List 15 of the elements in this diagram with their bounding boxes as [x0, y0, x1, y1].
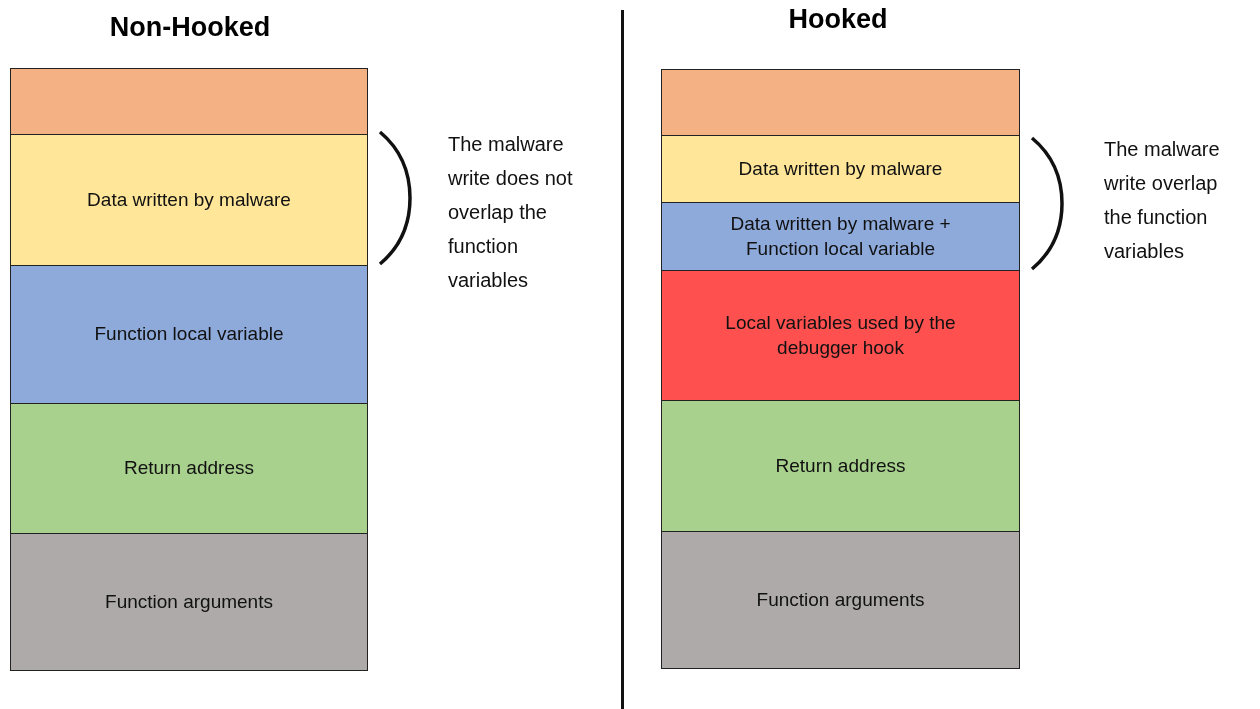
stack-block: Return address: [10, 403, 368, 534]
stack-block: Data written by malware: [661, 135, 1020, 203]
stack-block: Data written by malware: [10, 134, 368, 266]
stack-block: Function arguments: [661, 531, 1020, 669]
stack-block: Return address: [661, 400, 1020, 532]
annotation-text: The malware write overlap the function variables: [1104, 137, 1221, 264]
annotation-text: The malware write does not overlap the function variables: [448, 132, 574, 293]
column-heading: Non-Hooked: [108, 12, 272, 43]
stack-block: Function local variable: [10, 265, 368, 404]
stack-block: Data written by malware + Function local variable: [661, 202, 1020, 271]
stack-block: Local variables used by the debugger hook: [661, 270, 1020, 401]
stack-block: Function arguments: [10, 533, 368, 671]
empty-stack-block: [661, 69, 1020, 136]
empty-stack-block: [10, 68, 368, 135]
column-heading: Hooked: [787, 4, 889, 35]
